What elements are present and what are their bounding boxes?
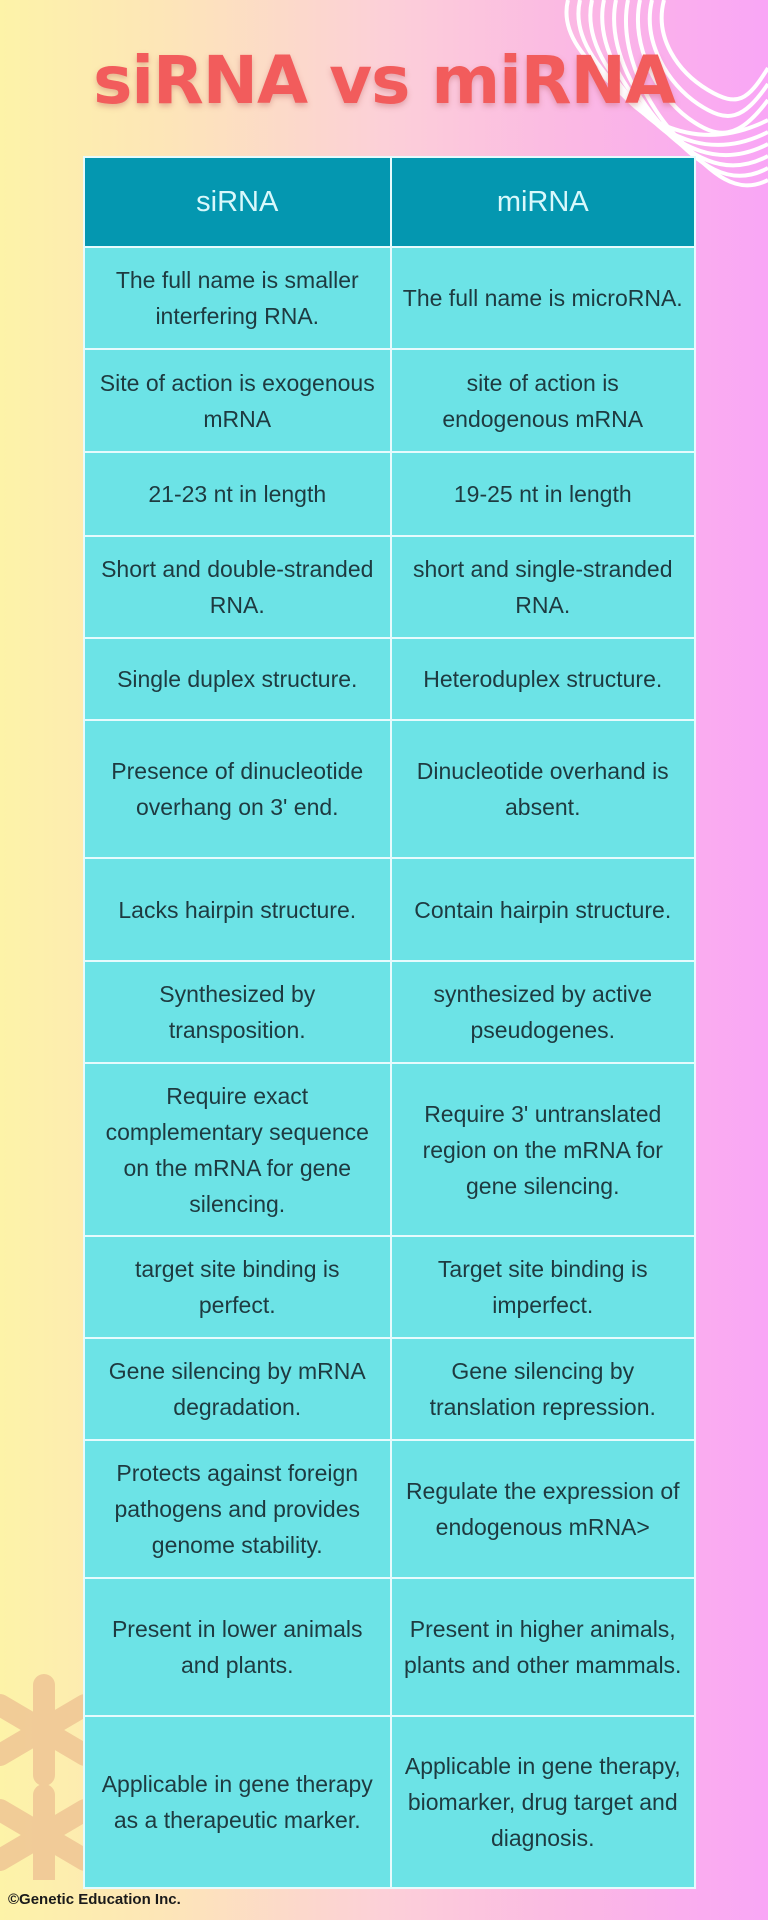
mirna-cell: The full name is microRNA. bbox=[389, 248, 694, 348]
table-row: Presence of dinucleotide overhang on 3' … bbox=[85, 721, 694, 859]
mirna-cell: Target site binding is imperfect. bbox=[389, 1237, 694, 1337]
mirna-cell: short and single-stranded RNA. bbox=[389, 537, 694, 637]
copyright-footer: ©Genetic Education Inc. bbox=[8, 1891, 181, 1908]
sirna-cell: Short and double-stranded RNA. bbox=[85, 537, 390, 637]
table-row: Applicable in gene therapy as a therapeu… bbox=[85, 1717, 694, 1887]
sirna-cell: target site binding is perfect. bbox=[85, 1237, 390, 1337]
table-row: The full name is smaller interfering RNA… bbox=[85, 248, 694, 350]
wavy-lines-decoration bbox=[564, 0, 768, 188]
asterisk-decoration bbox=[0, 1674, 96, 1880]
mirna-cell: 19-25 nt in length bbox=[389, 453, 694, 535]
header-sirna: siRNA bbox=[85, 158, 390, 246]
page-title: siRNA vs miRNA bbox=[93, 42, 676, 119]
table-row: 21-23 nt in length 19-25 nt in length bbox=[85, 453, 694, 537]
sirna-cell: 21-23 nt in length bbox=[85, 453, 390, 535]
table-header-row: siRNA miRNA bbox=[85, 158, 694, 248]
mirna-cell: Require 3' untranslated region on the mR… bbox=[389, 1064, 694, 1235]
table-row: Site of action is exogenous mRNA site of… bbox=[85, 350, 694, 453]
table-row: Present in lower animals and plants. Pre… bbox=[85, 1579, 694, 1717]
table-row: Gene silencing by mRNA degradation. Gene… bbox=[85, 1339, 694, 1441]
table-row: Require exact complementary sequence on … bbox=[85, 1064, 694, 1237]
mirna-cell: synthesized by active pseudogenes. bbox=[389, 962, 694, 1062]
mirna-cell: Present in higher animals, plants and ot… bbox=[389, 1579, 694, 1715]
mirna-cell: Applicable in gene therapy, biomarker, d… bbox=[389, 1717, 694, 1887]
table-row: Protects against foreign pathogens and p… bbox=[85, 1441, 694, 1579]
sirna-cell: Presence of dinucleotide overhang on 3' … bbox=[85, 721, 390, 857]
sirna-cell: Site of action is exogenous mRNA bbox=[85, 350, 390, 451]
mirna-cell: Contain hairpin structure. bbox=[389, 859, 694, 960]
mirna-cell: Gene silencing by translation repression… bbox=[389, 1339, 694, 1439]
sirna-cell: Gene silencing by mRNA degradation. bbox=[85, 1339, 390, 1439]
sirna-cell: Present in lower animals and plants. bbox=[85, 1579, 390, 1715]
table-row: Synthesized by transposition. synthesize… bbox=[85, 962, 694, 1064]
sirna-cell: Applicable in gene therapy as a therapeu… bbox=[85, 1717, 390, 1887]
table-row: Short and double-stranded RNA. short and… bbox=[85, 537, 694, 639]
sirna-cell: Lacks hairpin structure. bbox=[85, 859, 390, 960]
mirna-cell: Regulate the expression of endogenous mR… bbox=[389, 1441, 694, 1577]
sirna-cell: Single duplex structure. bbox=[85, 639, 390, 719]
mirna-cell: site of action is endogenous mRNA bbox=[389, 350, 694, 451]
table-row: Lacks hairpin structure. Contain hairpin… bbox=[85, 859, 694, 962]
sirna-cell: Require exact complementary sequence on … bbox=[85, 1064, 390, 1235]
header-mirna: miRNA bbox=[389, 158, 694, 246]
table-row: target site binding is perfect. Target s… bbox=[85, 1237, 694, 1339]
sirna-cell: The full name is smaller interfering RNA… bbox=[85, 248, 390, 348]
sirna-cell: Synthesized by transposition. bbox=[85, 962, 390, 1062]
sirna-cell: Protects against foreign pathogens and p… bbox=[85, 1441, 390, 1577]
mirna-cell: Dinucleotide overhand is absent. bbox=[389, 721, 694, 857]
table-row: Single duplex structure. Heteroduplex st… bbox=[85, 639, 694, 721]
comparison-table: siRNA miRNA The full name is smaller int… bbox=[83, 156, 696, 1889]
mirna-cell: Heteroduplex structure. bbox=[389, 639, 694, 719]
